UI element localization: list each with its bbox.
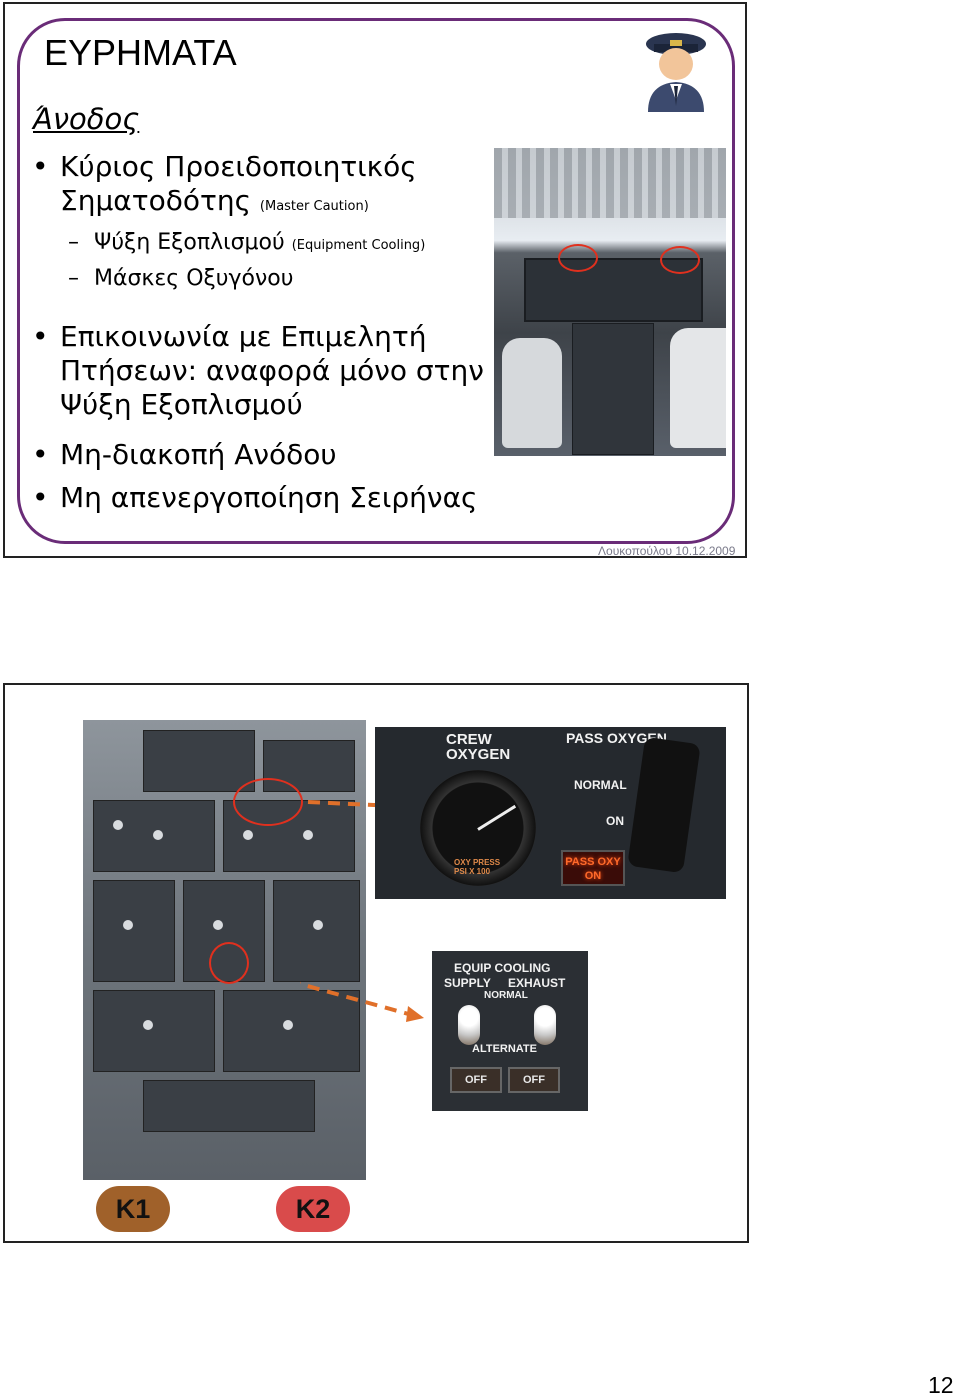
bullet-dot-icon: • <box>32 320 49 353</box>
crew-oxygen-highlight <box>233 778 303 826</box>
panel-module <box>223 990 360 1072</box>
slide-footer: Λουκοπούλου 10.12.2009 <box>598 544 736 558</box>
bullet-text: Επικοινωνία με Επιμελητή Πτήσεων: αναφορ… <box>60 320 484 421</box>
slide-subheading: Άνοδος <box>33 102 140 136</box>
captain-seat <box>502 338 562 448</box>
bullet-siren: • Μη απενεργοποίηση Σειρήνας <box>32 481 502 515</box>
exhaust-toggle-switch <box>534 1005 556 1045</box>
bullet-dot-icon: • <box>32 481 49 514</box>
sub-bullet-note: (Equipment Cooling) <box>291 238 426 253</box>
pilot-avatar-icon <box>646 33 706 112</box>
knob <box>153 830 163 840</box>
bullet-text: Μη απενεργοποίηση Σειρήνας <box>60 481 478 514</box>
badge-k1: K1 <box>96 1186 170 1232</box>
overhead-panel-strip <box>494 148 726 218</box>
alternate-label: ALTERNATE <box>472 1043 537 1055</box>
dash-icon: – <box>68 230 79 255</box>
slide-frame <box>17 18 735 544</box>
equip-cooling-highlight <box>209 942 249 984</box>
first-officer-seat <box>670 328 726 448</box>
panel-module <box>143 1080 315 1132</box>
sub-bullet-text: Μάσκες Οξυγόνου <box>94 266 294 291</box>
master-caution-right-highlight <box>660 246 700 274</box>
sub-bullet-text: Ψύξη Εξοπλισμού <box>94 230 285 255</box>
on-label: ON <box>606 814 624 828</box>
crew-oxygen-label: CREW OXYGEN <box>446 731 511 763</box>
supply-label: SUPPLY <box>444 976 491 990</box>
bullet-line: Σηματοδότης <box>60 184 251 217</box>
knob <box>303 830 313 840</box>
supply-toggle-switch <box>458 1005 480 1045</box>
bullet-communication: • Επικοινωνία με Επιμελητή Πτήσεων: αναφ… <box>32 320 490 422</box>
equip-cooling-title: EQUIP COOLING <box>454 961 551 975</box>
cockpit-photo <box>494 148 726 456</box>
pass-oxygen-label: PASS OXYGEN <box>566 730 667 746</box>
panel-module <box>93 990 215 1072</box>
bullet-dot-icon: • <box>32 150 49 183</box>
knob <box>113 820 123 830</box>
knob <box>283 1020 293 1030</box>
exhaust-off-light: OFF <box>508 1067 560 1093</box>
exhaust-label: EXHAUST <box>508 976 566 990</box>
master-caution-left-highlight <box>558 244 598 272</box>
center-pedestal <box>572 323 654 455</box>
equip-normal-label: NORMAL <box>484 990 528 1001</box>
bullet-line: Κύριος Προειδοποιητικός <box>60 150 417 183</box>
knob <box>243 830 253 840</box>
gauge-caption: OXY PRESS PSI X 100 <box>454 858 501 876</box>
knob <box>313 920 323 930</box>
supply-off-light: OFF <box>450 1067 502 1093</box>
knob <box>123 920 133 930</box>
panel-module <box>143 730 255 792</box>
knob <box>143 1020 153 1030</box>
slide-title: ΕΥΡΗΜΑΤΑ <box>44 32 237 73</box>
page-number: 12 <box>928 1372 954 1398</box>
sub-bullet-oxygen-masks: –Μάσκες Οξυγόνου <box>68 265 293 293</box>
overhead-panel-photo <box>83 720 366 1180</box>
normal-label: NORMAL <box>574 778 627 792</box>
dash-icon: – <box>68 266 79 291</box>
panel-module <box>273 880 360 982</box>
pass-oxy-on-light: PASS OXY ON <box>561 850 625 886</box>
badge-k2: K2 <box>276 1186 350 1232</box>
bullet-text: Μη-διακοπή Ανόδου <box>60 438 337 471</box>
panel-module <box>93 880 175 982</box>
knob <box>213 920 223 930</box>
sub-bullet-equipment-cooling: –Ψύξη Εξοπλισμού (Equipment Cooling) <box>68 229 425 260</box>
bullet-dot-icon: • <box>32 438 49 471</box>
bullet-note: (Master Caution) <box>259 199 369 214</box>
equip-cooling-panel-photo: EQUIP COOLING SUPPLY EXHAUST NORMAL ALTE… <box>432 951 588 1111</box>
bullet-master-caution: • Κύριος Προειδοποιητικός Σηματοδότης (M… <box>32 150 502 224</box>
bullet-no-interruption: • Μη-διακοπή Ανόδου <box>32 438 502 472</box>
